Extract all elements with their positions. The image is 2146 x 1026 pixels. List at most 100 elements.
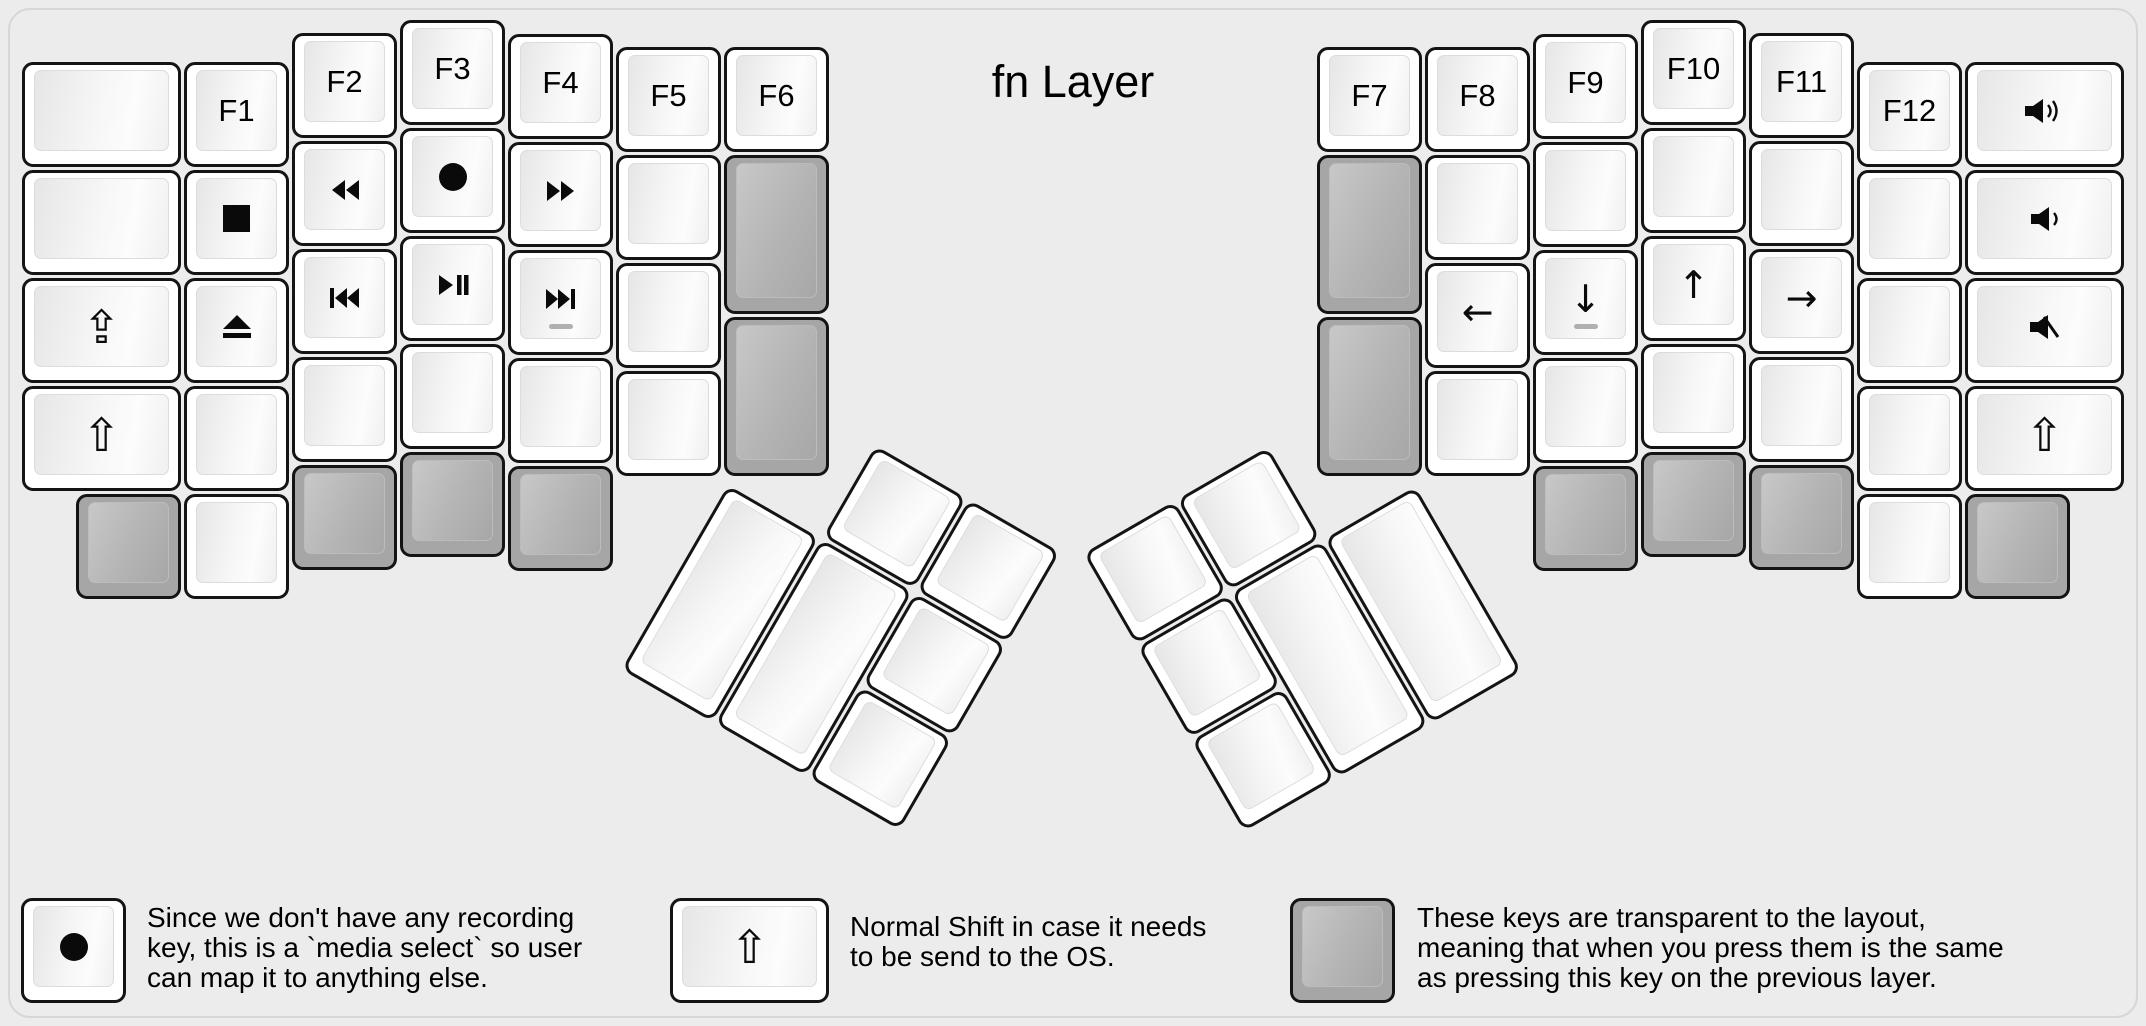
key-volume-mute[interactable] — [1965, 278, 2124, 383]
key-shift-right[interactable]: ⇧ — [1965, 386, 2124, 491]
homing-bar — [548, 324, 573, 329]
key-record[interactable] — [400, 128, 505, 233]
key-eject[interactable] — [184, 278, 289, 383]
keycap-face — [412, 460, 493, 541]
keycap-face — [34, 178, 169, 259]
key-blank-lb2[interactable] — [184, 494, 289, 599]
key-f12[interactable]: F12 — [1857, 62, 1962, 167]
key-f2[interactable]: F2 — [292, 33, 397, 138]
keycap-face — [520, 474, 601, 555]
key-f8[interactable]: F8 — [1425, 47, 1530, 152]
key-blank-r1-r2[interactable] — [1857, 170, 1962, 275]
key-f11[interactable]: F11 — [1749, 33, 1854, 138]
key-f5[interactable]: F5 — [616, 47, 721, 152]
keycap-face — [1437, 379, 1518, 460]
key-blank-r5-r2[interactable] — [1425, 155, 1530, 260]
key-f4[interactable]: F4 — [508, 34, 613, 139]
key-prev-track[interactable] — [292, 249, 397, 354]
key-blank-r2-r4[interactable] — [1749, 357, 1854, 462]
arrow-right-icon: → — [1785, 275, 1818, 320]
key-caps-lock[interactable]: ⇪ — [22, 278, 181, 383]
key-blank-r1-r4[interactable] — [1857, 386, 1962, 491]
key-label: F4 — [542, 64, 579, 100]
key-arrow-right[interactable]: → — [1749, 249, 1854, 354]
rewind-icon — [329, 179, 361, 201]
key-blank-l0-r1[interactable] — [22, 62, 181, 167]
key-rewind[interactable] — [292, 141, 397, 246]
key-f7[interactable]: F7 — [1317, 47, 1422, 152]
key-next-track[interactable] — [508, 250, 613, 355]
legend-line: key, this is a `media select` so user — [147, 932, 583, 963]
key-blank-l5-r4[interactable] — [616, 371, 721, 476]
keycap-face — [196, 394, 277, 475]
keycap-face: F6 — [736, 55, 817, 136]
keycap-face: F10 — [1653, 28, 1734, 109]
key-transparent-l6-t1[interactable] — [724, 155, 829, 314]
key-blank-r4-r4[interactable] — [1533, 358, 1638, 463]
key-blank-rb4[interactable] — [1857, 494, 1962, 599]
key-blank-l3-r4[interactable] — [400, 344, 505, 449]
keycap-face — [412, 136, 493, 217]
key-blank-l4-r4[interactable] — [508, 358, 613, 463]
key-blank-r3-r4[interactable] — [1641, 344, 1746, 449]
key-blank-l5-r3[interactable] — [616, 263, 721, 368]
keycap-face — [1977, 286, 2112, 367]
keycap-face — [196, 502, 277, 583]
key-transparent-l6-t2[interactable] — [724, 317, 829, 476]
key-blank-r1-r3[interactable] — [1857, 278, 1962, 383]
key-blank-l1-r4[interactable] — [184, 386, 289, 491]
key-transparent-rb5[interactable] — [1965, 494, 2070, 599]
key-blank-r2-r2[interactable] — [1749, 141, 1854, 246]
page-title: fn Layer — [991, 56, 1155, 107]
key-f9[interactable]: F9 — [1533, 34, 1638, 139]
keycap-face — [304, 365, 385, 446]
keycap-face — [1545, 366, 1626, 447]
keycap-face: F5 — [628, 55, 709, 136]
keycap-face: ↓ — [1545, 258, 1626, 339]
key-transparent-rb3[interactable] — [1749, 465, 1854, 570]
keycap-face — [520, 258, 601, 339]
keycap-face — [736, 163, 817, 298]
key-blank-l0-r2[interactable] — [22, 170, 181, 275]
key-f1[interactable]: F1 — [184, 62, 289, 167]
key-volume-up[interactable] — [1965, 62, 2124, 167]
key-arrow-up[interactable]: ↑ — [1641, 236, 1746, 341]
key-transparent-r6-t2[interactable] — [1317, 317, 1422, 476]
key-f10[interactable]: F10 — [1641, 20, 1746, 125]
key-arrow-down[interactable]: ↓ — [1533, 250, 1638, 355]
key-arrow-left[interactable]: ← — [1425, 263, 1530, 368]
key-fast-forward[interactable] — [508, 142, 613, 247]
key-transparent-lb1[interactable] — [76, 494, 181, 599]
key-transparent-rb2[interactable] — [1641, 452, 1746, 557]
key-shift-left[interactable]: ⇧ — [22, 386, 181, 491]
keycap-face — [628, 271, 709, 352]
key-transparent-r6-t1[interactable] — [1317, 155, 1422, 314]
keycap-face — [628, 379, 709, 460]
key-transparent-lb4[interactable] — [400, 452, 505, 557]
key-transparent-rb1[interactable] — [1533, 466, 1638, 571]
key-blank-l5-r2[interactable] — [616, 155, 721, 260]
keycap-face — [304, 149, 385, 230]
key-transparent-lb3[interactable] — [292, 465, 397, 570]
key-play-pause[interactable] — [400, 236, 505, 341]
key-blank-r5-r4[interactable] — [1425, 371, 1530, 476]
key-blank-r4-r2[interactable] — [1533, 142, 1638, 247]
key-stop[interactable] — [184, 170, 289, 275]
keycap-face — [304, 257, 385, 338]
key-f3[interactable]: F3 — [400, 20, 505, 125]
keycap-face — [1869, 502, 1950, 583]
keycap-face — [304, 473, 385, 554]
keycap-face: ↑ — [1653, 244, 1734, 325]
key-blank-r3-r2[interactable] — [1641, 128, 1746, 233]
keycap-face — [736, 325, 817, 460]
key-transparent-lb5[interactable] — [508, 466, 613, 571]
key-label: F2 — [326, 63, 363, 99]
key-blank-l2-r4[interactable] — [292, 357, 397, 462]
keycap-face: F2 — [304, 41, 385, 122]
key-volume-down[interactable] — [1965, 170, 2124, 275]
key-f6[interactable]: F6 — [724, 47, 829, 152]
fast-forward-icon — [545, 180, 577, 202]
